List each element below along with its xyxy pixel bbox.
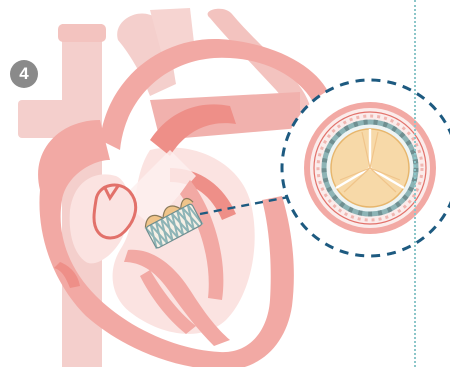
valve-zoom	[282, 80, 450, 256]
right-divider	[414, 0, 416, 367]
step-number-badge: 4	[10, 60, 38, 88]
